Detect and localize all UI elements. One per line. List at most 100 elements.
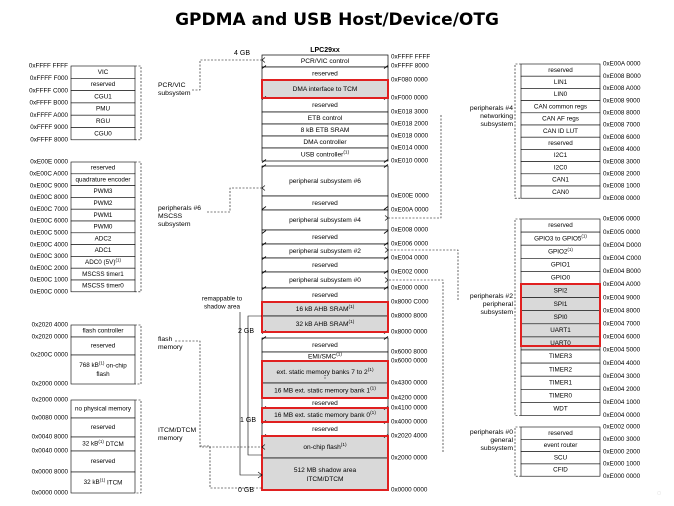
memory-block[interactable]: reserved (70, 417, 136, 438)
memory-block[interactable]: flash controller (70, 324, 136, 338)
memory-block[interactable]: 32 kB(1) DTCM (70, 436, 136, 452)
memory-block[interactable]: PWM1 (70, 208, 136, 222)
address-label: 0xE00C 4000 (30, 241, 69, 248)
memory-block[interactable]: USB controller(1) (261, 147, 389, 162)
memory-block[interactable]: UART0 (520, 336, 601, 351)
memory-block[interactable]: I2C1 (520, 149, 601, 162)
memory-block[interactable]: TIMER3 (520, 349, 601, 364)
address-label: 0x0000 8000 (32, 469, 69, 476)
memory-block[interactable]: GPIO1 (520, 257, 601, 272)
memory-block[interactable]: reserved (261, 66, 389, 81)
block-label: PWM2 (94, 200, 113, 207)
memory-block[interactable]: RGU (70, 114, 136, 128)
memory-block[interactable]: peripheral subsystem #2 (261, 243, 389, 259)
address-label: 0xE008 8000 (603, 109, 641, 116)
memory-block[interactable]: ADC0 (5V)(1) (70, 256, 136, 269)
memory-block[interactable]: reserved (70, 450, 136, 473)
memory-block[interactable]: event router (520, 438, 601, 452)
memory-block[interactable]: VIC (70, 65, 136, 79)
memory-block[interactable]: SPI2 (520, 284, 601, 298)
block-label: reserved (548, 67, 573, 74)
memory-block[interactable]: reserved (70, 336, 136, 356)
memory-block[interactable]: TIMER2 (520, 362, 601, 377)
memory-block[interactable]: reserved (520, 426, 601, 440)
block-label: 32 kB(1) DTCM (82, 439, 124, 447)
address-label: 0xE004 2000 (603, 386, 641, 393)
memory-block[interactable]: PWM3 (70, 185, 136, 198)
memory-block[interactable]: reserved (261, 257, 389, 273)
memory-block[interactable]: 16 MB ext. static memory bank 0(1) (261, 407, 389, 423)
memory-block[interactable]: 32 kB AHB SRAM(1) (261, 315, 389, 333)
memory-block[interactable]: ADC1 (70, 244, 136, 257)
memory-block[interactable]: TIMER0 (520, 388, 601, 403)
memory-block[interactable]: quadrature encoder (70, 173, 136, 186)
address-label: 0x4100 0000 (391, 405, 428, 412)
block-label: RGU (96, 118, 110, 125)
memory-block[interactable]: reserved (261, 229, 389, 245)
memory-block[interactable]: peripheral subsystem #0 (261, 271, 389, 289)
memory-block[interactable]: reserved (261, 397, 389, 409)
block-label: reserved (312, 292, 338, 299)
memory-block[interactable]: reserved (261, 287, 389, 303)
memory-block[interactable]: reserved (261, 195, 389, 211)
memory-block[interactable]: CAN common regs (520, 100, 601, 114)
memory-block[interactable]: peripheral subsystem #6 (261, 165, 389, 197)
memory-block[interactable]: CAN0 (520, 185, 601, 199)
memory-block[interactable]: reserved (70, 78, 136, 91)
memory-block[interactable]: ADC2 (70, 232, 136, 245)
memory-block[interactable]: peripheral subsystem #4 (261, 209, 389, 231)
memory-block[interactable]: SPI0 (520, 310, 601, 325)
memory-block[interactable]: ETB control (261, 111, 389, 125)
memory-block[interactable]: MSCSS timer1 (70, 267, 136, 281)
memory-block[interactable]: 16 MB ext. static memory bank 1(1) (261, 382, 389, 399)
memory-block[interactable]: CGU1 (70, 90, 136, 104)
memory-block[interactable]: WDT (520, 402, 601, 416)
memory-block[interactable]: reserved (520, 63, 601, 77)
memory-block[interactable]: DMA interface to TCM (261, 79, 389, 99)
memory-block[interactable]: reserved (261, 421, 389, 437)
memory-block[interactable]: CAN ID LUT (520, 124, 601, 138)
block-label: event router (544, 442, 578, 449)
memory-block[interactable]: SCU (520, 451, 601, 465)
memory-block[interactable]: EMI/SMC(1) (261, 351, 389, 362)
connector-line (175, 340, 262, 448)
memory-block[interactable]: CFID (520, 463, 601, 477)
memory-block[interactable]: reserved (261, 337, 389, 353)
memory-block[interactable]: LIN1 (520, 75, 601, 89)
memory-block[interactable]: UART1 (520, 323, 601, 338)
memory-block[interactable]: GPIO3 to GPIO5(1) (520, 231, 601, 246)
address-label: 0xE008 2000 (603, 170, 641, 177)
memory-block[interactable]: 8 kB ETB SRAM (261, 123, 389, 137)
memory-block[interactable]: CGU0 (70, 127, 136, 141)
memory-block[interactable]: no physical memory (70, 399, 136, 419)
memory-block[interactable]: PWM2 (70, 197, 136, 210)
memory-block[interactable]: GPIO2(1) (520, 244, 601, 259)
memory-block[interactable]: MSCSS timer0 (70, 279, 136, 293)
memory-block[interactable]: SPI1 (520, 297, 601, 312)
memory-block[interactable]: reserved (70, 161, 136, 175)
memory-block[interactable]: GPIO0 (520, 271, 601, 285)
memory-block[interactable]: 16 kB AHB SRAM(1) (261, 301, 389, 317)
memory-block[interactable]: LIN0 (520, 88, 601, 101)
memory-block[interactable]: PWM0 (70, 220, 136, 234)
memory-block[interactable]: reserved (520, 136, 601, 150)
memory-block[interactable]: ext. static memory banks 7 to 2(1)⋮ (261, 360, 389, 384)
memory-block[interactable]: on-chip flash(1) (261, 435, 389, 459)
bracket (135, 161, 142, 293)
memory-block[interactable]: TIMER1 (520, 375, 601, 390)
memory-block[interactable]: 32 kB(1) ITCM (70, 471, 136, 494)
block-label: CGU0 (94, 130, 112, 137)
arrow-head-icon (384, 247, 389, 253)
memory-block[interactable]: CAN1 (520, 173, 601, 187)
memory-block[interactable]: CAN AF regs (520, 112, 601, 126)
memory-block[interactable]: PMU (70, 102, 136, 116)
remap-arrow (239, 312, 262, 476)
memory-block[interactable]: DMA controller (261, 135, 389, 149)
memory-block[interactable]: reserved (520, 218, 601, 233)
memory-block[interactable]: PCR/VIC control (261, 54, 389, 68)
memory-block[interactable]: reserved (261, 97, 389, 113)
memory-block[interactable]: I2C0 (520, 161, 601, 175)
break-mark (261, 65, 267, 69)
